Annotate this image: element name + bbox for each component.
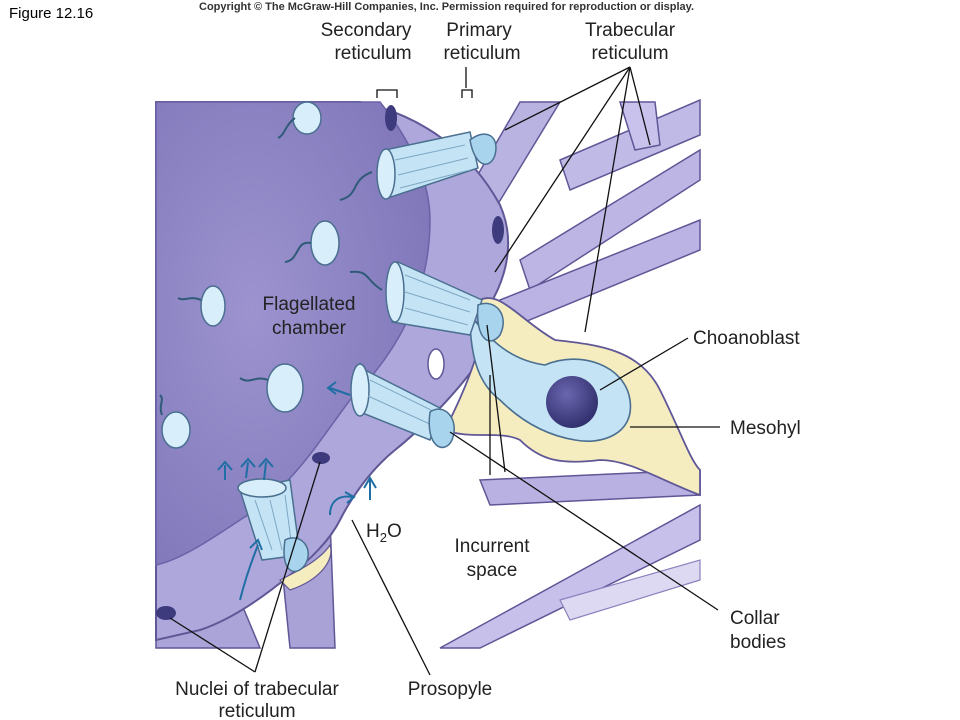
label-choanoblast: Choanoblast [693, 328, 800, 349]
free-collar-cell [277, 101, 322, 139]
label-incurrent-space-line1: Incurrent [455, 536, 531, 557]
nuclei-leader-1 [169, 617, 256, 673]
label-nuclei-line1: Nuclei of trabecular [175, 679, 339, 700]
collar-body [476, 302, 504, 342]
h2o-base: H [366, 521, 380, 542]
free-collar-cell [239, 363, 304, 413]
flagellum [349, 270, 383, 291]
label-nuclei-line2: reticulum [218, 701, 295, 720]
collar-bodies-leader [449, 431, 719, 611]
label-primary-reticulum-line1: Primary [446, 20, 512, 41]
collar-cell [350, 363, 441, 441]
trabecular-strand [439, 503, 701, 649]
label-trabecular-reticulum-line2: reticulum [591, 43, 668, 64]
prosopyle-pore [427, 348, 445, 380]
label-flagellated-chamber-line1: Flagellated [263, 294, 356, 315]
label-secondary-reticulum-line1: Secondary [321, 20, 412, 41]
label-trabecular-reticulum-line1: Trabecular [585, 20, 676, 41]
collar-body [283, 537, 309, 573]
label-collar-bodies-line1: Collar [730, 608, 780, 629]
trabecular-strand [519, 148, 701, 292]
label-secondary-reticulum-line2: reticulum [334, 43, 411, 64]
label-flagellated-chamber-line2: chamber [272, 318, 347, 339]
water-flow-arrows [217, 381, 377, 601]
collar-cell [349, 260, 483, 336]
collar-body [469, 133, 497, 165]
reticulum-nucleus [385, 105, 397, 131]
copyright-notice: Copyright © The McGraw-Hill Companies, I… [199, 1, 695, 13]
prosopyle-leader [351, 519, 431, 676]
nuclei-leader-2 [254, 461, 321, 673]
figure-label: Figure 12.16 [9, 5, 94, 22]
label-collar-bodies-line2: bodies [730, 632, 786, 653]
secondary-reticulum-bracket [376, 89, 398, 98]
trabecular-leader-1 [494, 66, 631, 273]
label-prosopyle: Prosopyle [408, 679, 493, 700]
leader-lines [169, 66, 720, 676]
trabecular-strand [618, 101, 661, 151]
collar-cell [339, 131, 479, 201]
label-mesohyl: Mesohyl [730, 418, 801, 439]
free-collar-cell [177, 285, 226, 327]
h2o-subscript: 2 [380, 530, 387, 545]
collar-body [428, 408, 455, 449]
choanoblast-leader [599, 337, 689, 391]
label-h2o: H2O [366, 521, 402, 545]
reticulum-nucleus [492, 216, 504, 244]
h2o-rest: O [387, 521, 402, 542]
label-primary-reticulum-line2: reticulum [443, 43, 520, 64]
primary-reticulum-leader-2 [486, 324, 506, 473]
free-collar-cell [159, 394, 191, 449]
trabecular-leader-2 [584, 66, 631, 333]
reticulum-nucleus [312, 452, 330, 464]
trabecular-leader-4 [504, 66, 631, 131]
trabecular-leader-3 [629, 66, 651, 146]
choanoblast-nucleus [546, 376, 598, 428]
flagellum [339, 171, 373, 201]
free-collar-cell [284, 220, 340, 266]
reticulum-nucleus [156, 606, 176, 620]
primary-reticulum-bracket [461, 89, 473, 98]
label-incurrent-space-line2: space [467, 560, 518, 581]
